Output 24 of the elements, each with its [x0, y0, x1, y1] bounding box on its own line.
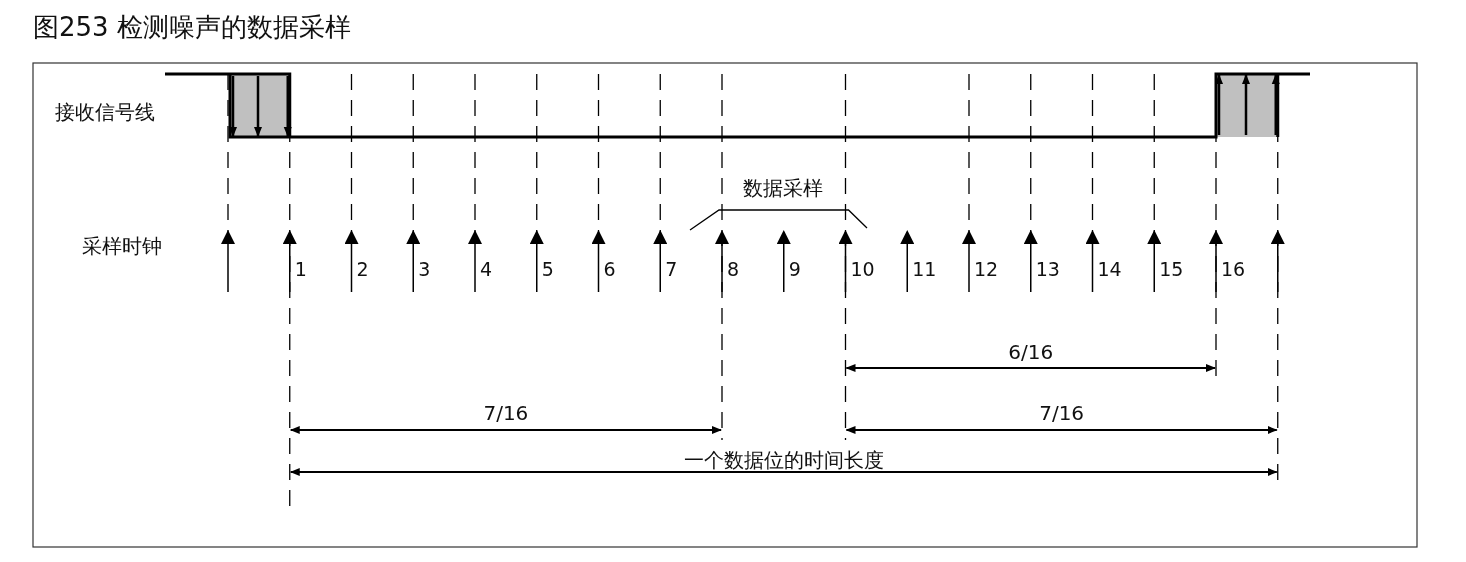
dimension-label: 7/16: [483, 403, 529, 423]
tick-number: 13: [1035, 260, 1060, 279]
tick-number: 11: [912, 260, 937, 279]
bracket-label: 数据采样: [743, 178, 823, 198]
tick-number: 4: [480, 260, 493, 279]
tick-number: 12: [974, 260, 999, 279]
signal-label: 接收信号线: [55, 102, 155, 122]
dimension-label: 6/16: [1008, 342, 1054, 362]
tick-number: 6: [603, 260, 616, 279]
tick-number: 14: [1097, 260, 1122, 279]
tick-number: 7: [665, 260, 678, 279]
clock-label: 采样时钟: [82, 236, 162, 256]
tick-number: 8: [727, 260, 740, 279]
tick-number: 10: [850, 260, 875, 279]
tick-number: 15: [1159, 260, 1184, 279]
dimension-label: 7/16: [1039, 403, 1085, 423]
tick-number: 5: [541, 260, 554, 279]
tick-number: 9: [788, 260, 801, 279]
tick-number: 2: [356, 260, 369, 279]
tick-number: 16: [1221, 260, 1246, 279]
title: 图253 检测噪声的数据采样: [33, 14, 351, 40]
dimension-label: 一个数据位的时间长度: [683, 450, 884, 470]
tick-number: 1: [294, 260, 307, 279]
tick-number: 3: [418, 260, 431, 279]
